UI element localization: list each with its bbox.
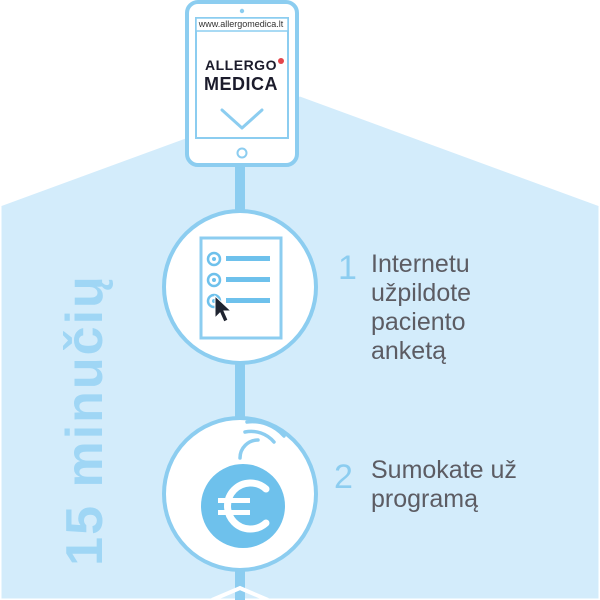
step-1-line: užpildote: [371, 279, 472, 307]
euro-coin-icon: [201, 464, 285, 548]
checklist-icon: [199, 236, 283, 340]
tablet-icon: [185, 0, 299, 167]
logo-dot: [277, 58, 284, 64]
cursor-icon: [214, 294, 233, 323]
allergomedica-logo: ALLERGO MEDICA: [196, 58, 286, 93]
url-bar: www.allergomedica.lt: [198, 19, 284, 29]
duration-title: 15 minučių: [56, 274, 114, 566]
timeline-line: [235, 160, 245, 600]
step-2-text: Sumokate už programą: [371, 456, 517, 514]
chevron-down-icon: [220, 108, 264, 130]
logo-line-1: ALLERGO: [205, 58, 284, 72]
step-1-line: anketą: [371, 337, 447, 365]
step-1-number: 1: [338, 249, 357, 287]
logo-line-2: MEDICA: [204, 74, 278, 94]
step-1-line: paciento: [371, 308, 466, 336]
step-1-line: Internetu: [371, 250, 470, 278]
step-2-line: Sumokate už: [371, 456, 517, 484]
step-2-number: 2: [334, 458, 353, 496]
next-step-peak: [211, 585, 269, 600]
contactless-waves-icon: [238, 419, 286, 460]
step-2-line: programą: [371, 485, 478, 513]
step-1-text: Internetu užpildote paciento anketą: [371, 250, 471, 366]
